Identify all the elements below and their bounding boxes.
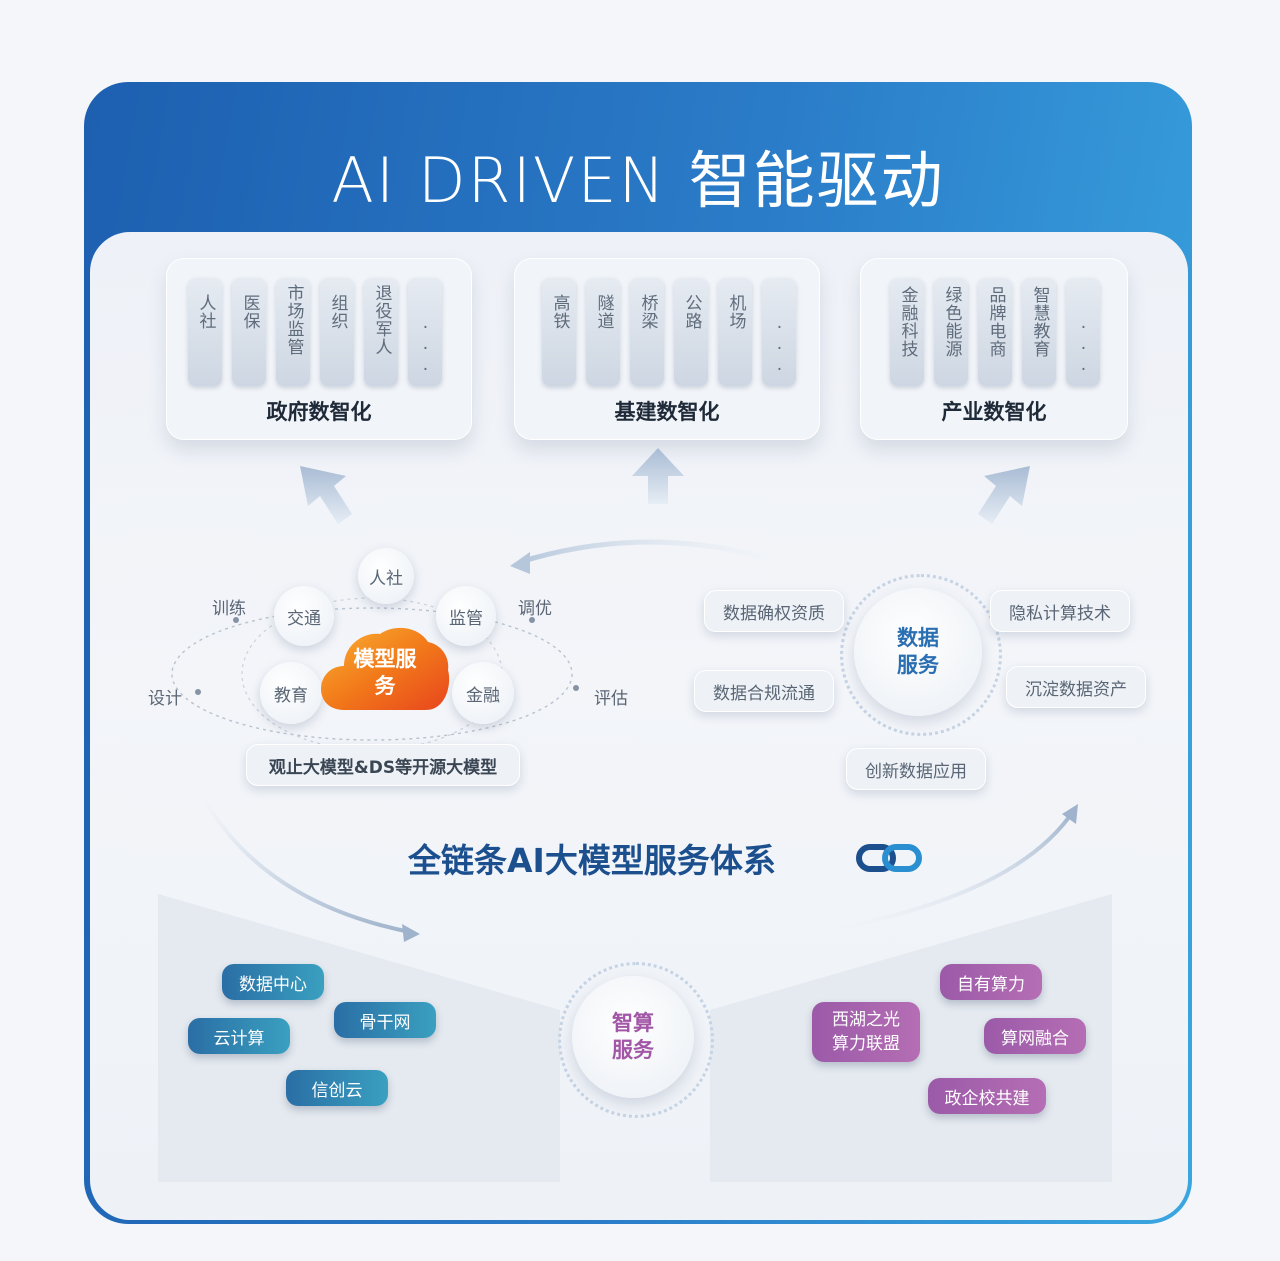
data-service-title: 数据服务 xyxy=(897,626,939,677)
card-item: 机场 xyxy=(718,278,752,386)
system-title: 全链条AI大模型服务体系 xyxy=(408,841,776,880)
compute-item-right: 西湖之光算力联盟 xyxy=(812,1002,920,1062)
card-item: 公路 xyxy=(674,278,708,386)
model-caption: 观止大模型&DS等开源大模型 xyxy=(246,744,520,786)
card-title: 政府数智化 xyxy=(266,400,372,424)
compute-item-right: 自有算力 xyxy=(940,964,1042,1000)
model-service-title: 模型服务 xyxy=(353,647,417,698)
data-service-item: 沉淀数据资产 xyxy=(1006,666,1146,708)
compute-item-left: 云计算 xyxy=(188,1018,290,1054)
compute-item-right: 政企校共建 xyxy=(928,1078,1046,1114)
compute-service-title: 智算服务 xyxy=(612,1011,654,1062)
arrow-up-right-icon xyxy=(978,466,1030,524)
compute-item-left: 信创云 xyxy=(286,1070,388,1106)
card-industry: 金融科技 绿色能源 品牌电商 智慧教育 ··· 产业数智化 xyxy=(860,258,1128,440)
compute-item-left: 骨干网 xyxy=(334,1002,436,1038)
card-item: 高铁 xyxy=(542,278,576,386)
card-title: 产业数智化 xyxy=(941,400,1047,424)
cycle-label-train: 训练 xyxy=(212,599,246,619)
card-item: ··· xyxy=(1066,278,1100,386)
card-item: 品牌电商 xyxy=(978,278,1012,386)
compute-service-circle: 智算服务 xyxy=(572,976,694,1098)
card-government: 人社 医保 市场监管 组织 退役军人 ··· 政府数智化 xyxy=(166,258,472,440)
cycle-label-tune: 调优 xyxy=(518,599,552,619)
data-service-item: 数据合规流通 xyxy=(694,670,834,712)
link-icon xyxy=(856,844,922,872)
card-item: 绿色能源 xyxy=(934,278,968,386)
cloud-icon xyxy=(320,627,450,710)
card-title: 基建数智化 xyxy=(614,400,720,424)
data-service-ring xyxy=(840,574,1002,736)
data-service-item: 隐私计算技术 xyxy=(990,590,1130,632)
arrow-up-left-icon xyxy=(300,466,352,524)
card-infrastructure: 高铁 隧道 桥梁 公路 机场 ··· 基建数智化 xyxy=(514,258,820,440)
compute-item-right: 算网融合 xyxy=(984,1018,1086,1054)
model-node: 金融 xyxy=(452,662,514,724)
main-panel: 人社 医保 市场监管 组织 退役军人 ··· 政府数智化 高铁 隧道 桥梁 公路… xyxy=(90,232,1188,1220)
model-node: 教育 xyxy=(260,662,322,724)
card-item: 隧道 xyxy=(586,278,620,386)
card-item: 市场监管 xyxy=(276,278,310,386)
data-service-item: 创新数据应用 xyxy=(846,748,986,790)
cycle-label-design: 设计 xyxy=(148,689,182,709)
page-title: AI DRIVEN 智能驱动 xyxy=(331,144,945,217)
data-service-item: 数据确权资质 xyxy=(704,590,844,632)
card-item: 金融科技 xyxy=(890,278,924,386)
model-node: 人社 xyxy=(358,548,414,604)
card-item: ··· xyxy=(408,278,442,386)
card-item: 医保 xyxy=(232,278,266,386)
card-item: ··· xyxy=(762,278,796,386)
card-item: 组织 xyxy=(320,278,354,386)
card-item: 人社 xyxy=(188,278,222,386)
card-item: 桥梁 xyxy=(630,278,664,386)
arrow-up-icon xyxy=(632,448,684,504)
data-service-circle: 数据服务 xyxy=(854,588,982,716)
cycle-label-evaluate: 评估 xyxy=(594,689,628,709)
compute-service-ring xyxy=(558,962,714,1118)
model-node: 监管 xyxy=(436,586,496,646)
model-node: 交通 xyxy=(274,586,334,646)
card-item: 退役军人 xyxy=(364,278,398,386)
compute-item-left: 数据中心 xyxy=(222,964,324,1000)
card-item: 智慧教育 xyxy=(1022,278,1056,386)
